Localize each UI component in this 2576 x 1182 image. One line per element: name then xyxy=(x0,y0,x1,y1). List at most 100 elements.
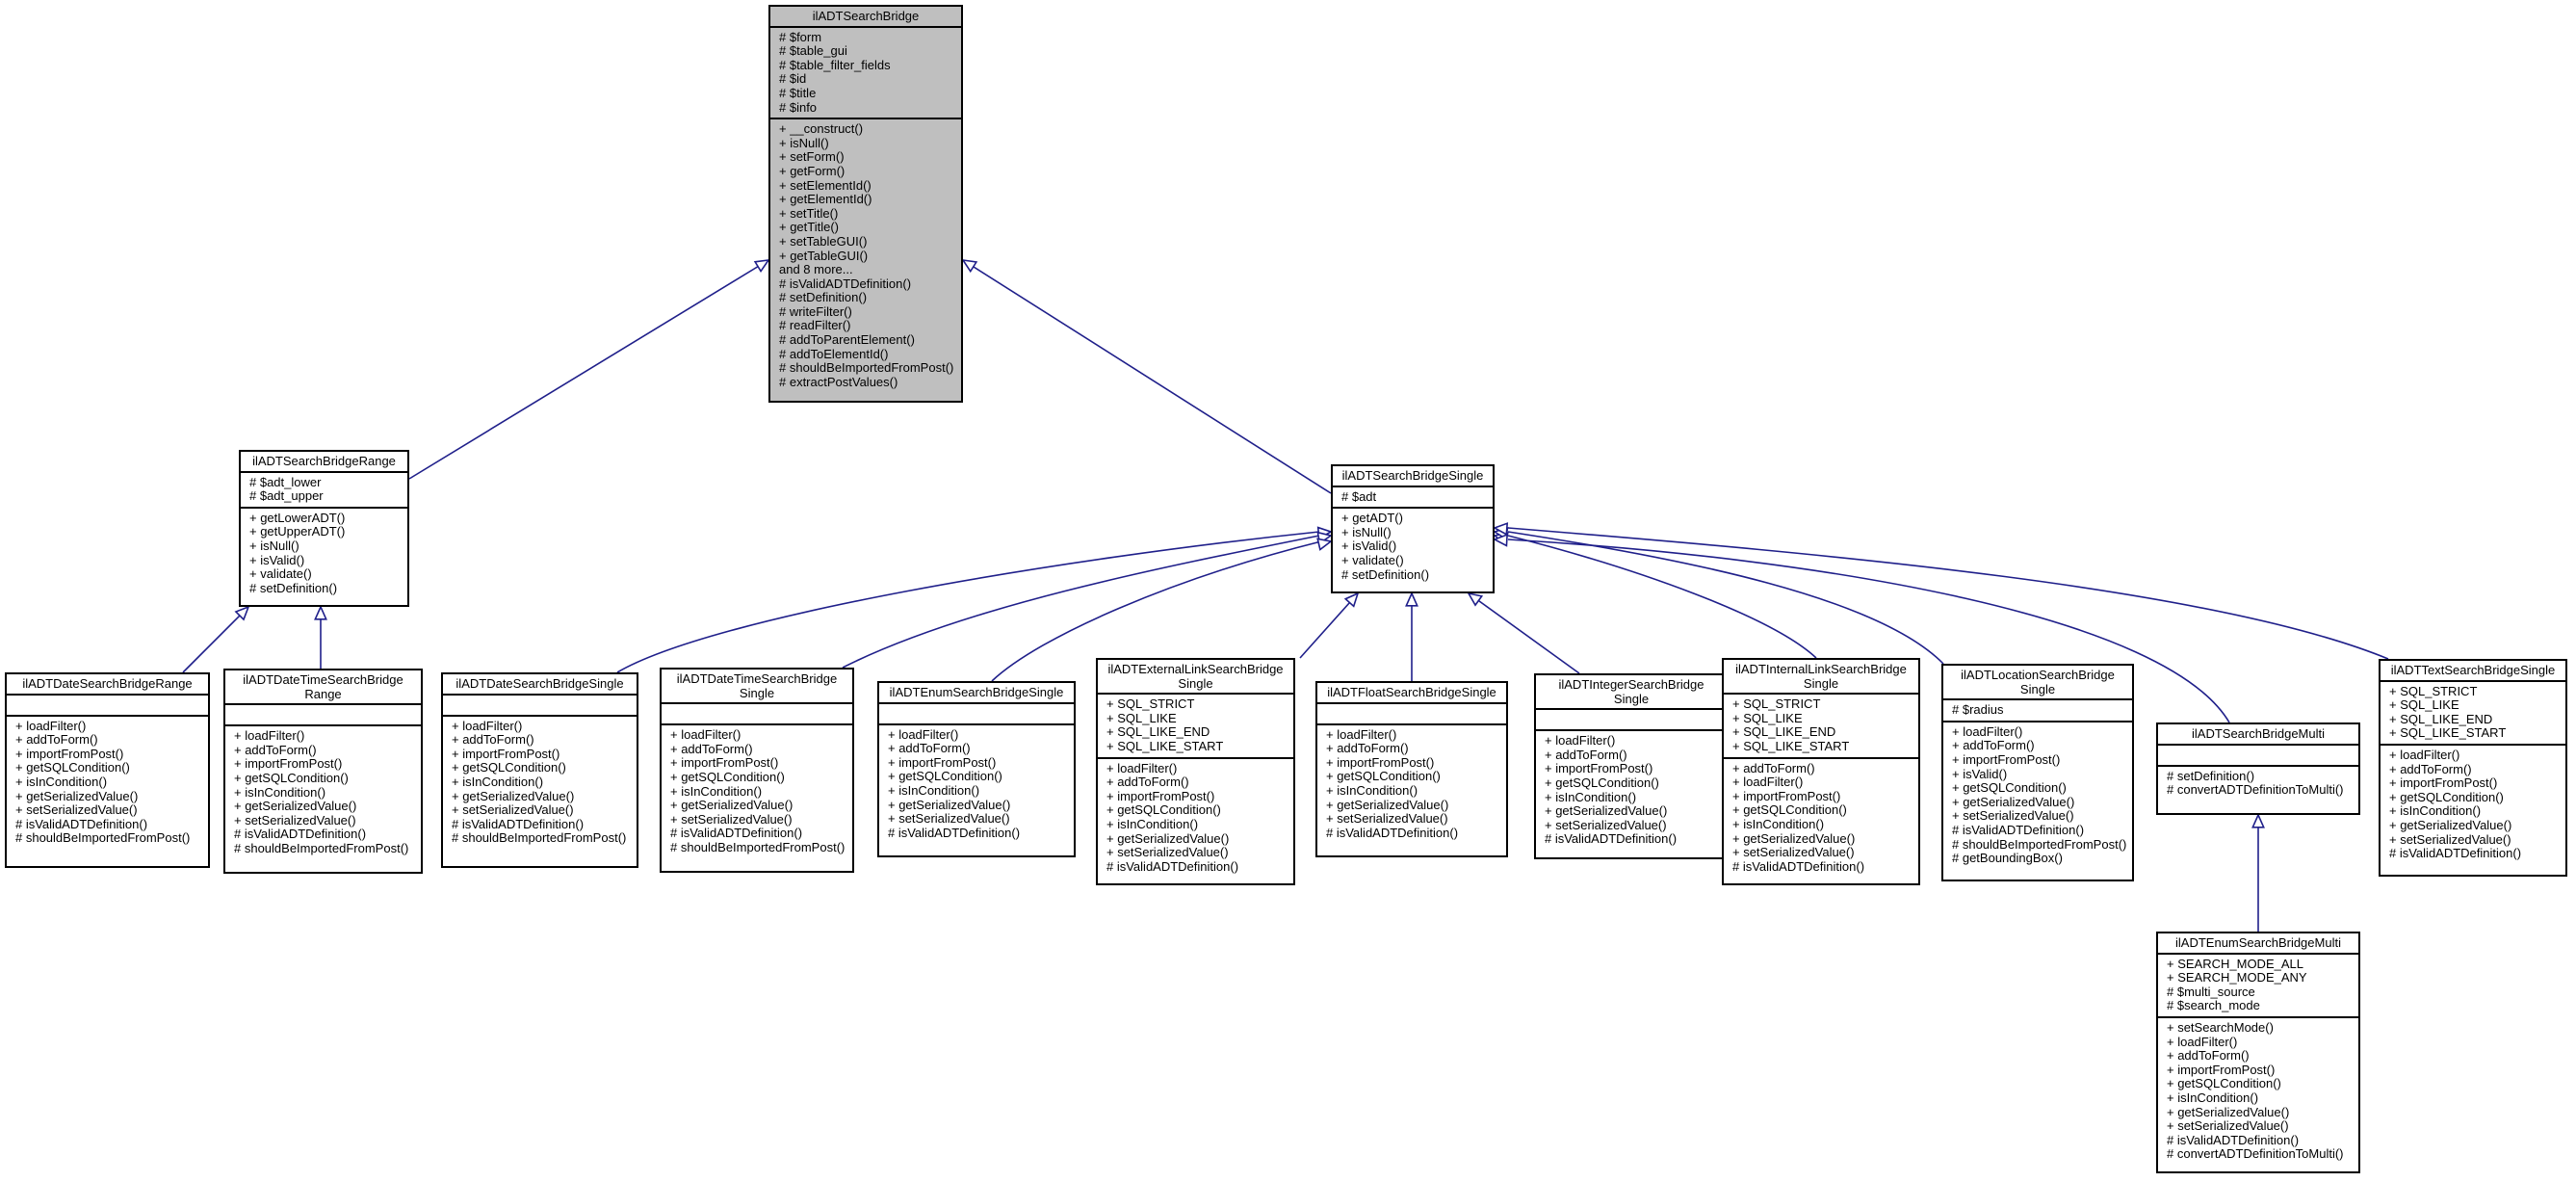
method: + importFromPost() xyxy=(452,746,560,761)
method: + setSerializedValue() xyxy=(670,811,793,827)
inheritance-edge-intSingle xyxy=(1468,592,1580,674)
class-name: Single xyxy=(1803,675,1839,691)
method: # isValidADTDefinition() xyxy=(2167,1132,2300,1147)
inheritance-edge-dateSingle xyxy=(616,531,1320,673)
method: + isInCondition() xyxy=(2389,803,2482,819)
inheritance-edge-multi xyxy=(1507,538,2230,723)
method: + setTableGUI() xyxy=(779,233,868,249)
class-attributes xyxy=(7,696,208,717)
class-title: ilADTSearchBridge xyxy=(770,7,961,28)
class-title: ilADTTextSearchBridgeSingle xyxy=(2381,661,2565,682)
method: + addToForm() xyxy=(2167,1048,2250,1064)
method: + loadFilter() xyxy=(1106,760,1178,775)
class-name: Range xyxy=(304,686,342,701)
attribute: + SEARCH_MODE_ANY xyxy=(2167,970,2307,985)
method: + getSQLCondition() xyxy=(2389,789,2504,804)
method: # addToElementId() xyxy=(779,346,889,361)
attribute: + SQL_LIKE_START xyxy=(1732,738,1850,753)
class-node-dateSingle[interactable]: ilADTDateSearchBridgeSingle+ loadFilter(… xyxy=(441,672,638,868)
method: + getSerializedValue() xyxy=(1545,803,1668,819)
inheritance-arrowhead xyxy=(1316,538,1333,551)
class-node-dateRange[interactable]: ilADTDateSearchBridgeRange + loadFilter()… xyxy=(5,672,210,868)
inheritance-edge-enumSingle xyxy=(991,540,1322,682)
method: + importFromPost() xyxy=(1326,754,1435,770)
method: + isValid() xyxy=(1952,766,2008,781)
method: # shouldBeImportedFromPost() xyxy=(234,840,409,855)
class-node-enumMulti[interactable]: ilADTEnumSearchBridgeMulti+ SEARCH_MODE_… xyxy=(2156,932,2360,1173)
method: + setSerializedValue() xyxy=(1326,811,1448,827)
attribute: # $info xyxy=(779,99,818,115)
method: + getElementId() xyxy=(779,192,872,207)
class-name: Single xyxy=(1178,675,1213,691)
method: and 8 more... xyxy=(779,262,853,277)
attribute: + SQL_LIKE_END xyxy=(1106,724,1210,740)
method: # shouldBeImportedFromPost() xyxy=(15,830,191,846)
method: + __construct() xyxy=(779,121,864,137)
method: + isInCondition() xyxy=(15,774,108,789)
class-name: ilADTSearchBridgeRange xyxy=(252,454,396,468)
attribute: + SQL_LIKE_START xyxy=(2389,725,2507,741)
class-name: ilADTSearchBridgeMulti xyxy=(2192,726,2325,741)
method: + importFromPost() xyxy=(1106,788,1215,803)
method: + isInCondition() xyxy=(234,784,326,800)
method: + getSerializedValue() xyxy=(234,799,357,814)
method: + setSearchMode() xyxy=(2167,1019,2274,1035)
attribute: + SQL_LIKE_START xyxy=(1106,738,1224,753)
class-methods: + loadFilter()+ addToForm()+ importFromP… xyxy=(1536,731,1727,850)
method: + isInCondition() xyxy=(1732,816,1825,831)
method: + getUpperADT() xyxy=(249,524,346,539)
class-node-floatSingle[interactable]: ilADTFloatSearchBridgeSingle+ loadFilter… xyxy=(1315,681,1508,857)
class-node-textSingle[interactable]: ilADTTextSearchBridgeSingle+ SQL_STRICT+… xyxy=(2379,659,2567,877)
method: + validate() xyxy=(1341,552,1404,567)
class-attributes xyxy=(443,696,637,717)
inheritance-arrowhead xyxy=(1493,522,1509,536)
inheritance-arrowhead xyxy=(234,605,250,621)
class-name: ilADTInternalLinkSearchBridge xyxy=(1735,662,1907,676)
class-name: ilADTDateSearchBridgeRange xyxy=(22,676,193,691)
class-attributes: + SQL_STRICT+ SQL_LIKE+ SQL_LIKE_END+ SQ… xyxy=(2381,682,2565,746)
method: + loadFilter() xyxy=(15,718,87,733)
method: + importFromPost() xyxy=(2167,1062,2276,1077)
class-node-multi[interactable]: ilADTSearchBridgeMulti# setDefinition()#… xyxy=(2156,722,2360,815)
method: + loadFilter() xyxy=(888,726,959,742)
attribute: # $table_gui xyxy=(779,43,847,59)
inheritance-edge-extLink xyxy=(1299,592,1359,659)
attribute: # $adt_upper xyxy=(249,488,324,504)
class-node-enumSingle[interactable]: ilADTEnumSearchBridgeSingle+ loadFilter(… xyxy=(877,681,1076,857)
method: + isInCondition() xyxy=(1545,789,1637,804)
inheritance-arrowhead xyxy=(1493,533,1508,547)
method: + isValid() xyxy=(249,552,305,567)
method: # setDefinition() xyxy=(2167,768,2255,783)
class-node-single[interactable]: ilADTSearchBridgeSingle# $adt+ getADT()+… xyxy=(1331,464,1495,593)
class-title: ilADTDateSearchBridgeRange xyxy=(7,674,208,696)
attribute: # $form xyxy=(779,29,822,44)
class-attributes: # $adt xyxy=(1333,487,1493,510)
attribute: # $table_filter_fields xyxy=(779,57,891,72)
method: + addToForm() xyxy=(15,732,98,748)
method: + isNull() xyxy=(779,135,829,150)
method: # isValidADTDefinition() xyxy=(670,826,803,841)
method: + setSerializedValue() xyxy=(2167,1118,2289,1134)
attribute: # $adt xyxy=(1341,488,1377,504)
method: # convertADTDefinitionToMulti() xyxy=(2167,1146,2344,1162)
method: + importFromPost() xyxy=(670,755,779,771)
class-node-range[interactable]: ilADTSearchBridgeRange # $adt_lower# $adt… xyxy=(239,450,409,607)
method: + getSerializedValue() xyxy=(2389,817,2512,832)
method: # shouldBeImportedFromPost() xyxy=(779,360,954,376)
method: + getSQLCondition() xyxy=(888,769,1002,784)
class-node-root[interactable]: ilADTSearchBridge# $form# $table_gui# $t… xyxy=(768,5,963,403)
class-methods: + loadFilter()+ addToForm()+ importFromP… xyxy=(1317,725,1506,844)
class-name: ilADTDateTimeSearchBridge xyxy=(243,672,403,687)
class-name: ilADTExternalLinkSearchBridge xyxy=(1107,662,1284,676)
method: # isValidADTDefinition() xyxy=(1326,825,1459,840)
attribute: # $adt_lower xyxy=(249,474,322,489)
